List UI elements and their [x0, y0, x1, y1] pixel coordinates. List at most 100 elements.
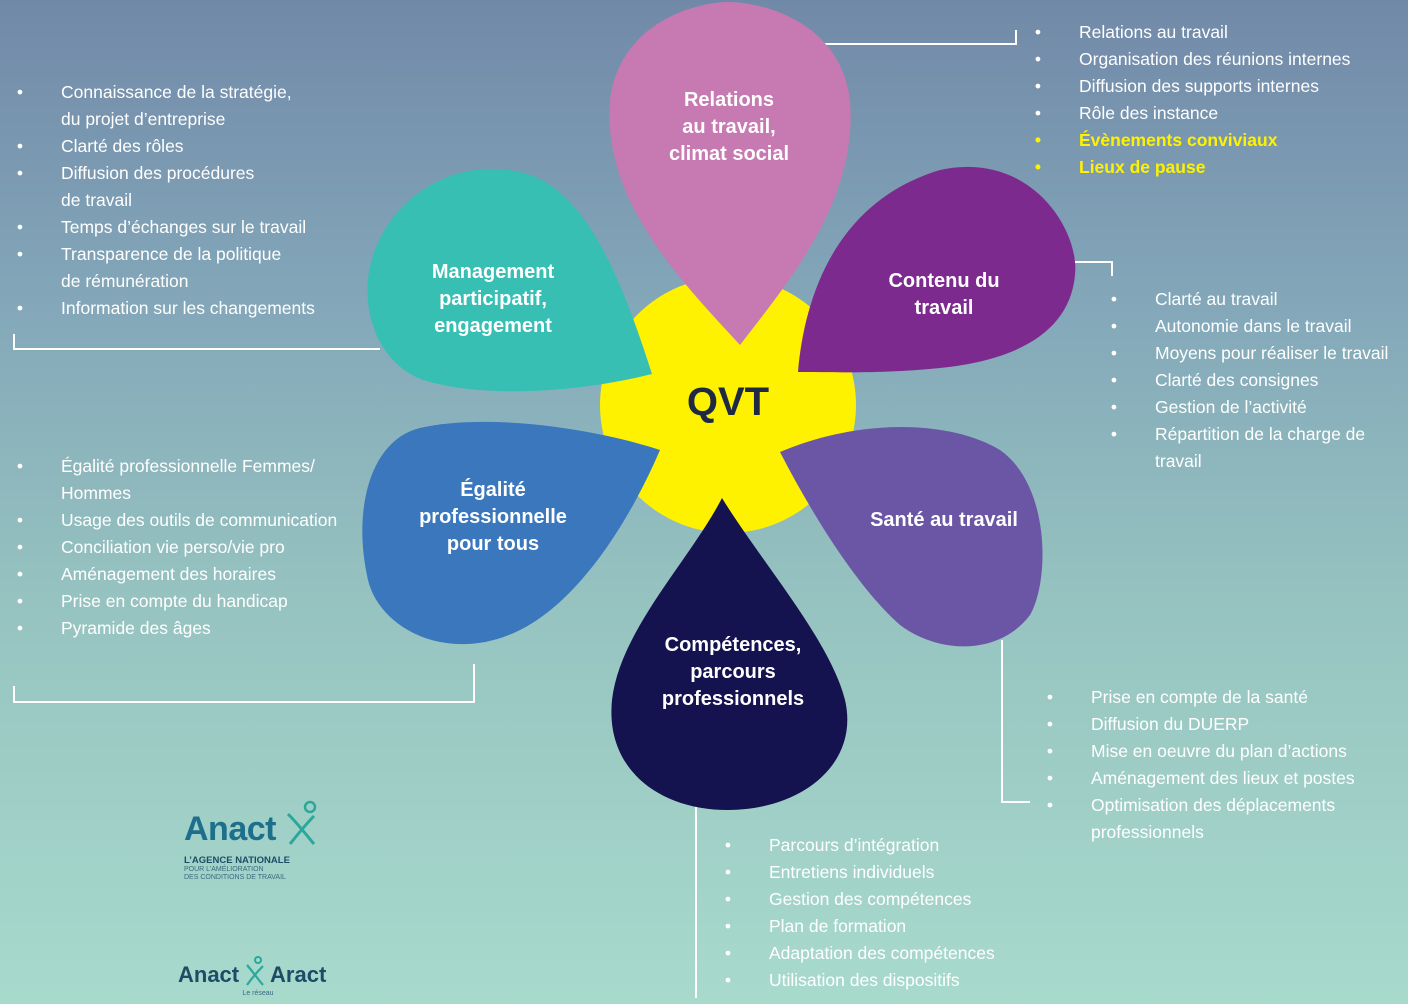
- bullet-icon: •: [1034, 76, 1042, 96]
- bullet-icon: •: [724, 916, 732, 936]
- list-item-text: Diffusion du DUERP: [1091, 714, 1250, 734]
- bullet-icon: •: [724, 943, 732, 963]
- connector-lines: [13, 30, 1113, 998]
- list-item-text: Diffusion des supports internes: [1079, 76, 1319, 96]
- list-item: •Clarté au travail: [1107, 286, 1388, 313]
- bullet-icon: •: [1110, 343, 1118, 363]
- list-item-text: Transparence de la politique: [61, 244, 282, 264]
- list-item: •Parcours d’intégration: [721, 832, 995, 859]
- petal-contenu: [798, 166, 1076, 373]
- bullet-icon: •: [1046, 687, 1054, 707]
- list-item: •Clarté des consignes: [1107, 367, 1388, 394]
- list-item: • Connaissance de la stratégie,: [13, 79, 315, 106]
- list-item: •Gestion de l’activité: [1107, 394, 1388, 421]
- list-item-text: Clarté des rôles: [61, 136, 184, 156]
- list-item-text: Prise en compte du handicap: [61, 591, 288, 611]
- list-item: • Aménagement des horaires: [13, 561, 337, 588]
- petal-sante: [780, 427, 1043, 647]
- list-item: • Utilisation des dispositifs: [721, 967, 995, 994]
- petal-relations: [609, 2, 851, 345]
- list-item: du projet d’entreprise: [13, 106, 315, 133]
- list-item: de rémunération: [13, 268, 315, 295]
- bullet-icon: •: [1110, 424, 1118, 444]
- list-item-text: Aménagement des lieux et postes: [1091, 768, 1355, 788]
- list-item-text: Utilisation des dispositifs: [769, 970, 960, 990]
- list-item-text: Diffusion des procédures: [61, 163, 255, 183]
- list-item: •Répartition de la charge de: [1107, 421, 1388, 448]
- bullet-icon: •: [1110, 316, 1118, 336]
- list-contenu: •Clarté au travail • Autonomie dans le tra…: [1107, 286, 1389, 475]
- bullet-icon: •: [1034, 130, 1042, 150]
- list-item: • Conciliation vie perso/vie pro: [13, 534, 337, 561]
- list-relations: •Relations au travail•Organisation des r…: [1031, 19, 1351, 181]
- list-item-text: Rôle des instance: [1079, 103, 1219, 123]
- anact-aract-logo-tagline: Le réseau: [242, 990, 274, 997]
- anact-aract-logo-right: Aract: [270, 962, 327, 987]
- petal-title-management: Management participatif, engagement: [431, 261, 555, 337]
- list-item-text: Optimisation des déplacements: [1091, 795, 1336, 815]
- list-item: Hommes: [13, 480, 337, 507]
- list-item-text: Parcours d’intégration: [769, 835, 940, 855]
- list-item-text: Organisation des réunions internes: [1079, 49, 1351, 69]
- list-item: • Plan de formation: [721, 913, 995, 940]
- list-item-text: Égalité professionnelle Femmes/: [61, 456, 315, 476]
- list-item: •Usage des outils de communication: [13, 507, 337, 534]
- bullet-icon: •: [16, 537, 24, 557]
- list-item-text: Relations au travail: [1079, 22, 1228, 42]
- list-item: • Égalité professionnelle Femmes/: [13, 453, 337, 480]
- list-item: •Transparence de la politique: [13, 241, 315, 268]
- anact-logo-mark-icon: [286, 800, 317, 845]
- list-item: professionnels: [1043, 819, 1355, 846]
- bullet-icon: •: [16, 82, 24, 102]
- list-item: •Clarté des rôles: [13, 133, 315, 160]
- list-item: •Mise en oeuvre du plan d’actions: [1043, 738, 1355, 765]
- list-item: •Lieux de pause: [1031, 154, 1350, 181]
- list-item: travail: [1107, 448, 1388, 475]
- list-item-text: Connaissance de la stratégie,: [61, 82, 292, 102]
- list-item-text: Hommes: [61, 483, 132, 503]
- list-item: •Aménagement des lieux et postes: [1043, 765, 1355, 792]
- petal-title-egalite: Égalité professionnelle pour tous: [419, 479, 567, 555]
- list-item-text: Temps d’échanges sur le travail: [61, 217, 307, 237]
- petal-title-contenu: Contenu du travail: [888, 270, 1000, 319]
- list-item: •Optimisation des déplacements: [1043, 792, 1355, 819]
- list-item-text: de rémunération: [61, 271, 189, 291]
- connector-relations: [818, 30, 1017, 45]
- list-item: •Organisation des réunions internes: [1031, 46, 1351, 73]
- list-item: •Entretiens individuels: [721, 859, 995, 886]
- bullet-icon: •: [16, 456, 24, 476]
- connector-contenu: [1070, 261, 1113, 276]
- list-item-text: Prise en compte de la santé: [1091, 687, 1308, 707]
- anact-logo: Anact L’AGENCE NATIONALE POUR L’AMÉLIORA…: [184, 800, 334, 882]
- list-item-text: Clarté des consignes: [1155, 370, 1319, 390]
- bullet-icon: •: [1046, 741, 1054, 761]
- list-item: de travail: [13, 187, 315, 214]
- list-item-text: Évènements conviviaux: [1079, 130, 1278, 150]
- center-label-qvt: QVT: [686, 380, 770, 424]
- list-item: • Évènements conviviaux: [1031, 127, 1350, 154]
- list-item: •Temps d’échanges sur le travail: [13, 214, 315, 241]
- bullet-icon: •: [16, 298, 24, 318]
- anact-logo-word: Anact: [184, 810, 276, 848]
- bullet-icon: •: [724, 970, 732, 990]
- list-item-text: de travail: [61, 190, 133, 210]
- petal-egalite: [362, 421, 660, 645]
- list-item-text: Gestion des compétences: [769, 889, 972, 909]
- bullet-icon: •: [1034, 22, 1042, 42]
- list-item-text: Aménagement des horaires: [61, 564, 276, 584]
- petal-competences: [611, 498, 848, 810]
- petal-title-relations: Relations au travail, climat social: [668, 89, 790, 165]
- bullet-icon: •: [16, 163, 24, 183]
- list-item: •Pyramide des âges: [13, 615, 337, 642]
- bullet-icon: •: [16, 564, 24, 584]
- list-item: •Prise en compte du handicap: [13, 588, 337, 615]
- list-item-text: Autonomie dans le travail: [1155, 316, 1352, 336]
- bullet-icon: •: [724, 889, 732, 909]
- list-item-text: Conciliation vie perso/vie pro: [61, 537, 285, 557]
- list-item-text: Usage des outils de communication: [61, 510, 338, 530]
- anact-aract-logo: Anact Aract Le réseau: [178, 956, 338, 997]
- list-item: • Autonomie dans le travail: [1107, 313, 1388, 340]
- list-item-text: Plan de formation: [769, 916, 907, 936]
- list-egalite: •Égalité professionnelle Femmes/Hommes•U…: [13, 453, 337, 642]
